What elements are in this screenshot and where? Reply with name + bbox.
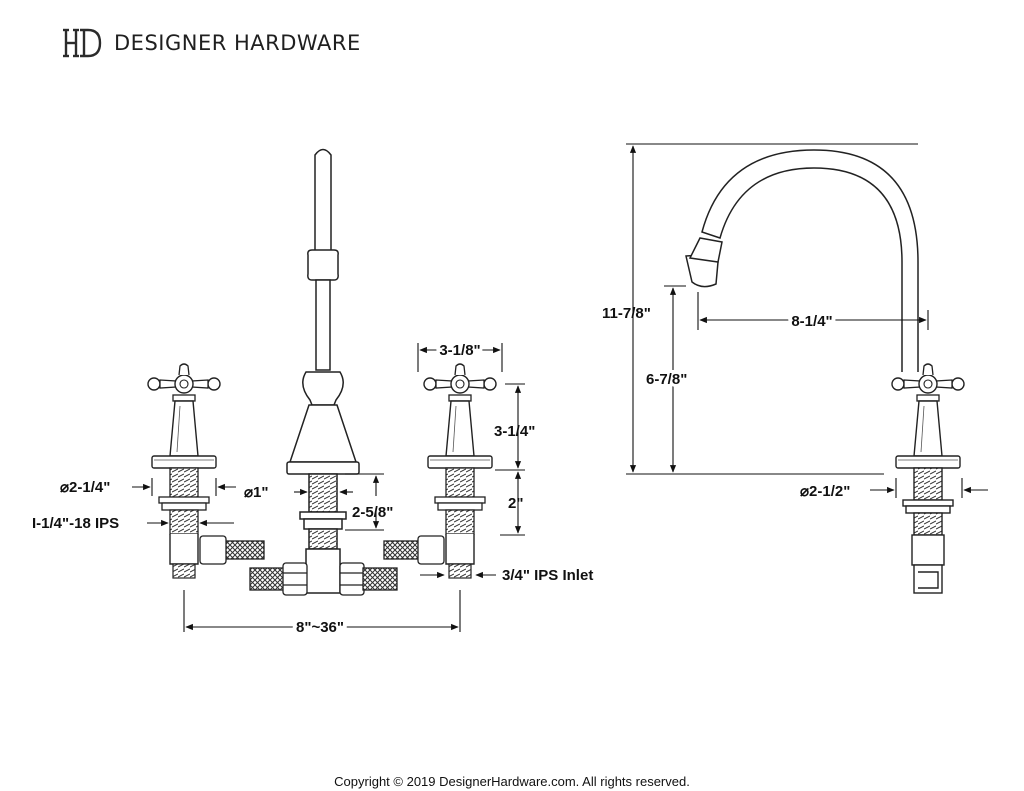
dim-handle-width: 3-1/8" [439, 342, 480, 359]
side-handle [891, 363, 965, 469]
dim-inlet: 3/4" IPS Inlet [502, 567, 593, 584]
right-handle [423, 363, 497, 469]
faucet-dimension-drawing: 3-1/8" 3-1/4" 2" 2-5/8" ⌀1" ⌀2-1/4" I-1/… [32, 143, 988, 636]
dim-shank-above: 2" [508, 495, 523, 512]
copyright-notice: Copyright © 2019 DesignerHardware.com. A… [334, 774, 690, 789]
dim-flange-diameter: ⌀2-1/4" [60, 479, 110, 496]
dim-overall-height: 11-7/8" [602, 305, 651, 322]
left-handle [147, 363, 221, 469]
dimension-lines [132, 143, 988, 632]
brand-name: DESIGNER HARDWARE [114, 31, 361, 55]
spout-side [685, 149, 919, 372]
spout-front [286, 148, 360, 594]
dim-thread-spec: I-1/4"-18 IPS [32, 515, 119, 532]
side-valve [902, 467, 954, 594]
dim-handle-height: 3-1/4" [494, 423, 535, 440]
dim-spout-clearance: 6-7/8" [646, 371, 687, 388]
dim-spout-base-diameter: ⌀2-1/2" [800, 483, 850, 500]
dim-spout-reach: 8-1/4" [791, 313, 832, 330]
tee-connectors [199, 535, 445, 596]
dim-spread: 8"~36" [296, 619, 344, 636]
dim-shank-length: 2-5/8" [352, 504, 393, 521]
brand-logo: DESIGNER HARDWARE [62, 26, 361, 60]
hd-monogram-icon [63, 28, 102, 58]
dim-spout-shank-diameter: ⌀1" [244, 484, 269, 501]
